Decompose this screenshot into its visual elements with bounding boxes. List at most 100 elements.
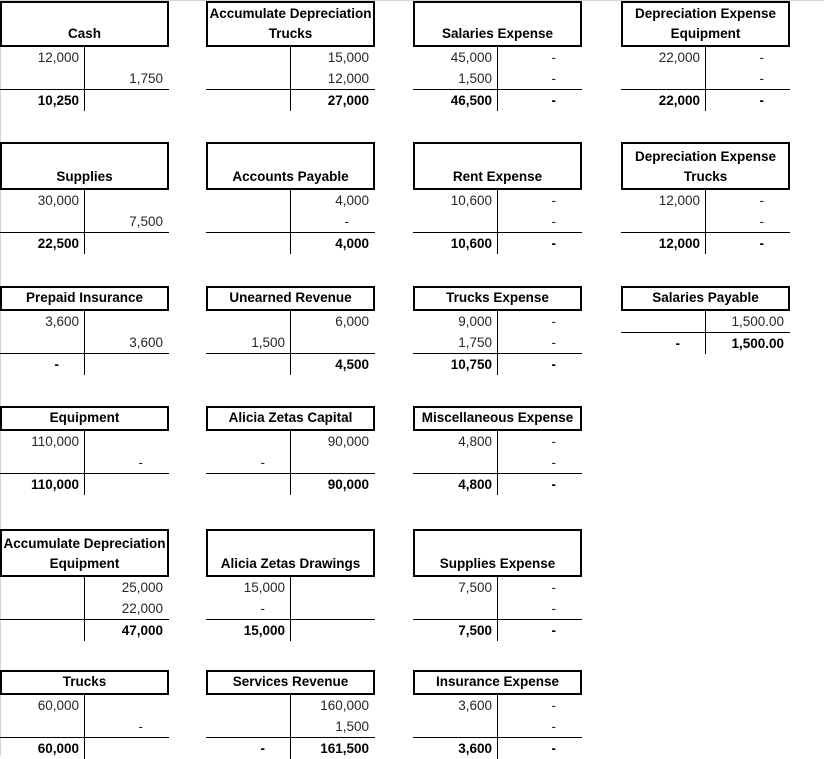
- credit-cell[interactable]: 160,000: [320, 698, 369, 713]
- debit-cell[interactable]: -: [260, 601, 266, 616]
- credit-balance[interactable]: -: [759, 236, 765, 251]
- debit-cell[interactable]: 15,000: [243, 580, 285, 595]
- credit-cell[interactable]: 12,000: [327, 71, 369, 86]
- debit-balance[interactable]: 10,750: [450, 357, 492, 372]
- debit-balance[interactable]: [0, 620, 79, 641]
- credit-cell[interactable]: 1,500: [335, 719, 369, 734]
- debit-balance[interactable]: 10,250: [37, 93, 79, 108]
- debit-cell[interactable]: 1,750: [458, 335, 492, 350]
- debit-cell[interactable]: [206, 68, 285, 89]
- debit-cell[interactable]: [206, 211, 285, 232]
- debit-cell[interactable]: [0, 452, 79, 473]
- credit-cell[interactable]: [86, 311, 163, 332]
- credit-cell[interactable]: 22,000: [121, 601, 163, 616]
- debit-cell[interactable]: 4,800: [458, 434, 492, 449]
- account-title[interactable]: Alicia Zetas Capital: [206, 406, 375, 431]
- credit-balance[interactable]: 4,500: [335, 357, 369, 372]
- credit-cell[interactable]: -: [344, 214, 350, 229]
- credit-cell[interactable]: [86, 47, 163, 68]
- credit-cell[interactable]: 15,000: [327, 50, 369, 65]
- debit-cell[interactable]: [206, 190, 285, 211]
- credit-cell[interactable]: [86, 695, 163, 716]
- debit-cell[interactable]: 1,500: [458, 71, 492, 86]
- credit-cell[interactable]: [292, 332, 369, 353]
- credit-balance[interactable]: [86, 233, 163, 254]
- account-title[interactable]: Miscellaneous Expense: [413, 406, 582, 431]
- credit-cell[interactable]: 1,500.00: [731, 314, 784, 329]
- credit-balance[interactable]: [86, 474, 163, 495]
- credit-cell[interactable]: -: [551, 719, 557, 734]
- account-title[interactable]: Supplies: [0, 142, 169, 190]
- debit-cell[interactable]: [206, 695, 285, 716]
- credit-cell[interactable]: -: [759, 214, 765, 229]
- credit-cell[interactable]: 3,600: [129, 335, 163, 350]
- debit-cell[interactable]: 22,000: [658, 50, 700, 65]
- debit-cell[interactable]: [0, 577, 79, 598]
- credit-balance[interactable]: -: [551, 623, 557, 638]
- debit-cell[interactable]: 110,000: [31, 434, 79, 449]
- credit-cell[interactable]: -: [551, 434, 557, 449]
- account-title[interactable]: Alicia Zetas Drawings: [206, 529, 375, 577]
- account-title[interactable]: Prepaid Insurance: [0, 286, 169, 311]
- credit-cell[interactable]: -: [759, 50, 765, 65]
- credit-cell[interactable]: -: [138, 719, 144, 734]
- account-title[interactable]: Insurance Expense: [413, 670, 582, 695]
- credit-balance[interactable]: [86, 354, 163, 375]
- account-title[interactable]: Equipment: [0, 406, 169, 431]
- credit-cell[interactable]: -: [551, 50, 557, 65]
- credit-cell[interactable]: -: [551, 455, 557, 470]
- debit-cell[interactable]: [0, 716, 79, 737]
- credit-cell[interactable]: -: [551, 698, 557, 713]
- account-title[interactable]: Supplies Expense: [413, 529, 582, 577]
- credit-balance[interactable]: -: [551, 93, 557, 108]
- debit-balance[interactable]: -: [675, 336, 681, 351]
- debit-balance[interactable]: 15,000: [243, 623, 285, 638]
- credit-cell[interactable]: -: [759, 193, 765, 208]
- debit-cell[interactable]: [206, 716, 285, 737]
- debit-cell[interactable]: [0, 598, 79, 619]
- credit-cell[interactable]: [292, 598, 369, 619]
- credit-balance[interactable]: [292, 620, 369, 641]
- credit-balance[interactable]: 90,000: [327, 477, 369, 492]
- debit-cell[interactable]: 10,600: [450, 193, 492, 208]
- credit-cell[interactable]: -: [138, 455, 144, 470]
- account-title[interactable]: Services Revenue: [206, 670, 375, 695]
- debit-cell[interactable]: [413, 716, 492, 737]
- credit-cell[interactable]: [292, 452, 369, 473]
- debit-balance[interactable]: -: [260, 741, 266, 756]
- credit-balance[interactable]: -: [551, 357, 557, 372]
- debit-balance[interactable]: 60,000: [37, 741, 79, 756]
- debit-balance[interactable]: 3,600: [458, 741, 492, 756]
- debit-cell[interactable]: [413, 598, 492, 619]
- debit-cell[interactable]: [0, 211, 79, 232]
- credit-balance[interactable]: -: [551, 741, 557, 756]
- credit-cell[interactable]: [86, 190, 163, 211]
- credit-cell[interactable]: 25,000: [121, 580, 163, 595]
- account-title[interactable]: Unearned Revenue: [206, 286, 375, 311]
- debit-cell[interactable]: 3,600: [458, 698, 492, 713]
- credit-cell[interactable]: 6,000: [335, 314, 369, 329]
- credit-cell[interactable]: -: [551, 214, 557, 229]
- credit-balance[interactable]: 4,000: [335, 236, 369, 251]
- debit-cell[interactable]: 60,000: [37, 698, 79, 713]
- debit-balance[interactable]: [206, 90, 285, 111]
- credit-cell[interactable]: 7,500: [129, 214, 163, 229]
- debit-balance[interactable]: [206, 354, 285, 375]
- debit-cell[interactable]: [0, 68, 79, 89]
- credit-balance[interactable]: -: [551, 236, 557, 251]
- debit-cell[interactable]: 3,600: [45, 314, 79, 329]
- credit-balance[interactable]: 27,000: [327, 93, 369, 108]
- debit-cell[interactable]: 12,000: [658, 193, 700, 208]
- credit-balance[interactable]: [86, 90, 163, 111]
- credit-balance[interactable]: 161,500: [320, 741, 369, 756]
- credit-cell[interactable]: -: [551, 580, 557, 595]
- credit-cell[interactable]: 1,750: [129, 71, 163, 86]
- debit-cell[interactable]: 30,000: [37, 193, 79, 208]
- debit-cell[interactable]: [621, 211, 700, 232]
- debit-cell[interactable]: [0, 332, 79, 353]
- debit-cell[interactable]: [621, 311, 700, 332]
- debit-cell[interactable]: 1,500: [251, 335, 285, 350]
- debit-cell[interactable]: [413, 452, 492, 473]
- debit-balance[interactable]: -: [54, 357, 60, 372]
